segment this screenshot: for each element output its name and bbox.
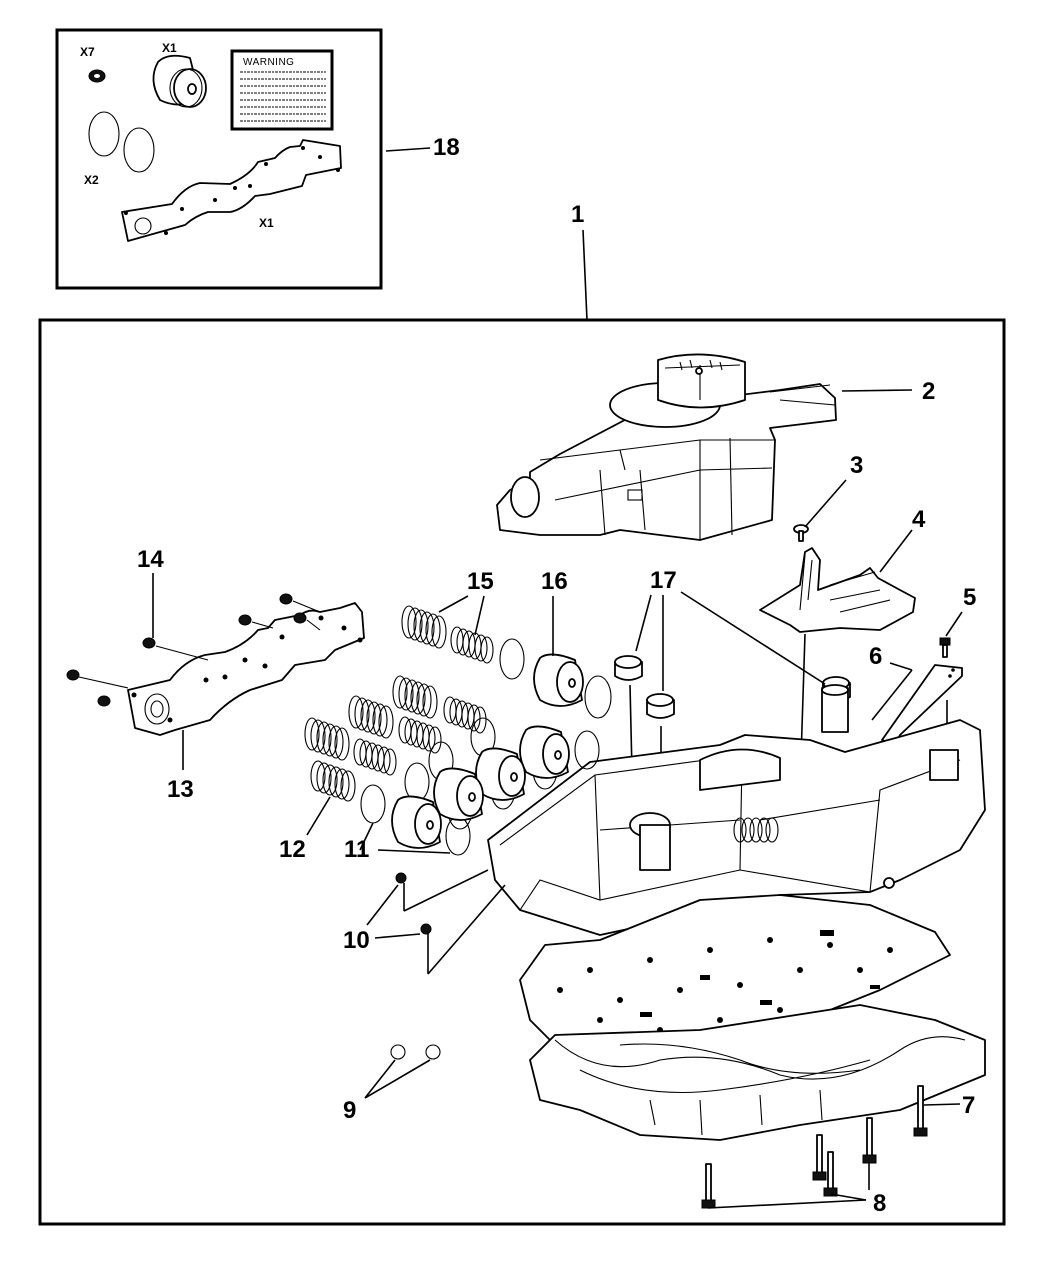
qty-o-rings: X2 [84, 173, 99, 187]
qty-gasket: X1 [259, 216, 274, 230]
callout-16: 16 [541, 568, 568, 595]
leader-line-2 [841, 389, 913, 392]
callout-3: 3 [850, 452, 863, 479]
callout-10: 10 [343, 927, 370, 954]
leader-line-11b [377, 849, 451, 854]
kit-inset: X7 X1 WARNING X2 X1 [55, 28, 460, 290]
callout-13: 13 [167, 776, 194, 803]
main-assembly-frame [38, 318, 1006, 1226]
gasket-holes [124, 146, 340, 235]
leader-line-15b [474, 595, 485, 636]
callout-1: 1 [571, 201, 584, 228]
plug-icon [88, 69, 106, 83]
valve-body-upper [487, 684, 986, 936]
leader-line-6a [871, 669, 913, 721]
screw-14-icons [66, 593, 307, 707]
callout-9: 9 [343, 1097, 356, 1124]
screw-14-leader-lines [78, 600, 321, 689]
callout-18: 18 [433, 134, 460, 161]
spring-15-large [401, 605, 447, 649]
gasket-plate-icon [121, 139, 342, 242]
gasket-port-icon [134, 217, 152, 235]
plug-17-icon [614, 655, 851, 719]
transmission-control-module [496, 353, 837, 541]
leader-line-7 [923, 1103, 961, 1106]
springs [304, 605, 494, 802]
callout-5: 5 [963, 584, 976, 611]
spring-12 [310, 760, 356, 802]
leader-line-4 [879, 529, 913, 573]
callout-12: 12 [279, 836, 306, 863]
leader-line-5 [945, 611, 963, 637]
warning-fine-print [240, 71, 326, 122]
leader-line-17a [635, 594, 652, 652]
leader-line-8b [830, 1193, 867, 1201]
accumulator-piston-icon [152, 54, 207, 108]
leader-line-1 [582, 229, 588, 321]
leader-line-3 [804, 479, 847, 528]
callout-15: 15 [467, 568, 494, 595]
qty-plug: X7 [80, 45, 95, 59]
coil-springs-internal [733, 817, 779, 843]
check-ball-icons [395, 872, 432, 935]
leader-line-10d [403, 869, 489, 912]
leader-line-10f [427, 884, 506, 975]
callout-6: 6 [869, 643, 882, 670]
o-ring-icon [88, 111, 120, 157]
callout-4: 4 [912, 506, 926, 533]
accumulator-pistons [391, 653, 584, 849]
bolt-icon [939, 637, 951, 658]
callout-2: 2 [922, 378, 935, 405]
leader-line-10a [366, 884, 399, 926]
leader-line-8a [707, 1199, 867, 1209]
leader-line-18 [385, 147, 431, 152]
spring-15-small [450, 626, 494, 664]
seal-icon [425, 1044, 441, 1060]
kit-inset-frame [55, 28, 383, 290]
leader-line-9b [364, 1059, 431, 1099]
qty-piston: X1 [162, 41, 177, 55]
callout-7: 7 [962, 1092, 975, 1119]
valve-body-lower [529, 1004, 986, 1141]
screw-icon [793, 524, 809, 542]
callout-11: 11 [344, 836, 369, 863]
leader-line-10b [374, 933, 421, 939]
leader-line-15a [438, 595, 469, 613]
callout-14: 14 [137, 546, 164, 573]
leader-line-12 [306, 796, 331, 836]
seal-icon [390, 1044, 406, 1060]
bolt-8-icons [701, 1117, 877, 1209]
warning-title: WARNING [243, 57, 294, 68]
leader-line-11a [359, 822, 374, 851]
callout-17: 17 [650, 567, 677, 594]
cover-plate [127, 602, 365, 736]
leader-line-6 [889, 662, 913, 671]
warning-label: WARNING [230, 49, 334, 131]
leader-line-9a [364, 1059, 396, 1099]
leader-line-17c [680, 591, 826, 685]
detent-lever-plate [759, 547, 916, 633]
o-ring-icon [123, 127, 155, 173]
bolt-7-icon [913, 1085, 928, 1137]
callout-8: 8 [873, 1190, 886, 1217]
